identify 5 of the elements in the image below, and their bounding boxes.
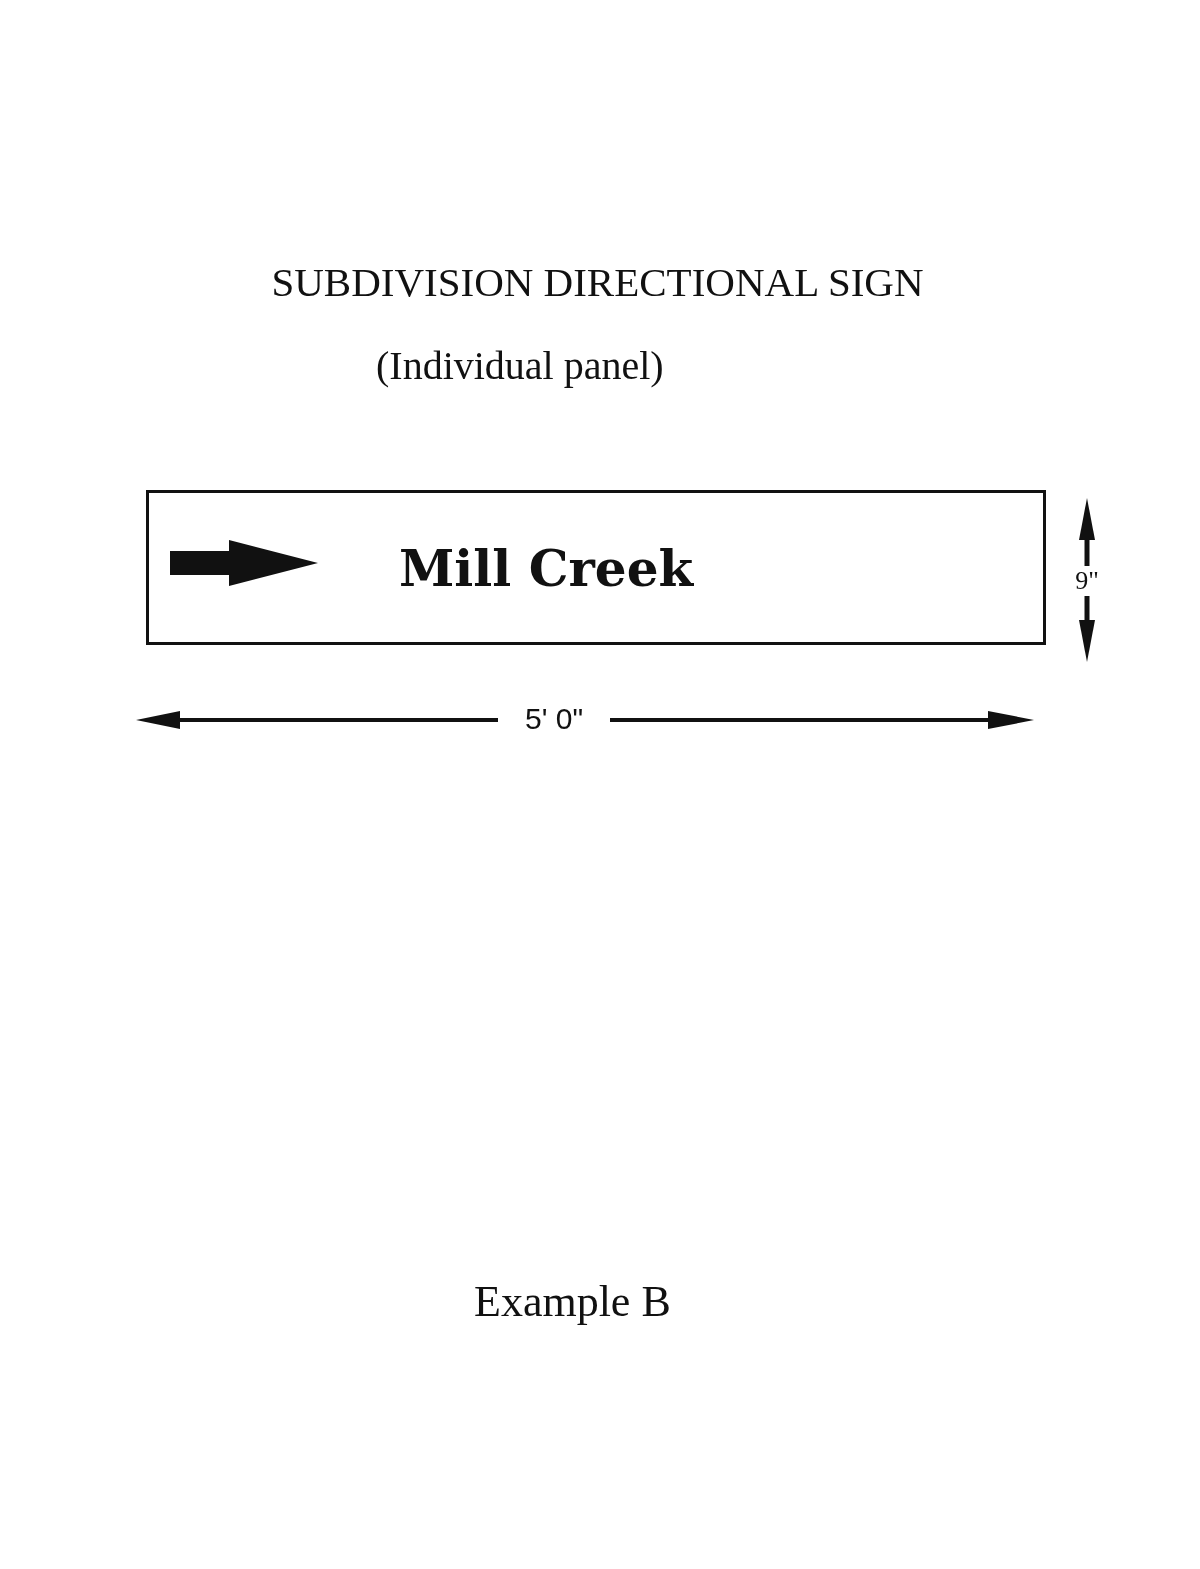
caption: Example B [474,1276,671,1327]
title: SUBDIVISION DIRECTIONAL SIGN [270,258,925,306]
sign-text: Mill Creek [399,539,694,598]
sign-panel [146,490,1046,645]
subtitle: (Individual panel) [376,342,664,389]
